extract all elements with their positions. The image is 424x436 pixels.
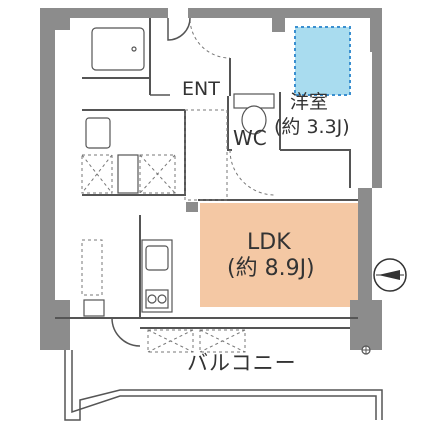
burner-2 — [157, 294, 167, 304]
entrance-label: ENT — [182, 78, 220, 100]
western-room-wall — [280, 149, 351, 188]
walls — [40, 8, 382, 350]
fridge-space — [83, 299, 105, 317]
dashed-fixtures — [81, 19, 276, 353]
corner-pillar — [350, 300, 382, 350]
washing-machine — [117, 154, 139, 194]
right-wall — [272, 8, 382, 52]
north-arrow-icon — [373, 258, 407, 292]
burner-1 — [147, 294, 157, 304]
closet-area — [294, 26, 351, 96]
ent-door-swing — [189, 19, 231, 59]
western-room-label: 洋室 — [290, 91, 329, 113]
ac-unit-2 — [199, 329, 246, 353]
ac-unit-1 — [147, 329, 194, 353]
balcony-door — [111, 317, 141, 347]
left-wall — [40, 8, 82, 350]
ldk-column — [186, 202, 198, 212]
right-column — [358, 52, 382, 200]
wc-door-swing — [229, 149, 276, 196]
bath-drain — [131, 46, 137, 52]
ldk-size: (約 8.9J) — [227, 256, 315, 281]
toilet-bowl — [241, 105, 267, 135]
drain-icon — [361, 345, 371, 355]
balcony-railing — [64, 350, 383, 421]
washer-pan — [139, 154, 176, 194]
doors — [111, 17, 191, 347]
toilet-label: WC — [233, 126, 267, 150]
top-wall-left — [82, 8, 168, 18]
washbasin — [85, 117, 111, 149]
top-wall-center — [188, 8, 272, 18]
kitchen-sink — [145, 245, 169, 271]
storage-left — [81, 154, 113, 194]
ldk-label: LDK — [247, 230, 291, 255]
bathtub — [91, 27, 145, 71]
western-room-size: (約 3.3J) — [274, 116, 350, 138]
pantry — [81, 239, 103, 296]
solid-fixtures — [83, 27, 275, 317]
ldk-floor-area — [200, 203, 358, 307]
shoe-cabinet — [184, 109, 228, 201]
front-door — [167, 17, 191, 41]
wc-wall-left — [227, 96, 232, 151]
balcony-label: バルコニー — [187, 351, 297, 375]
